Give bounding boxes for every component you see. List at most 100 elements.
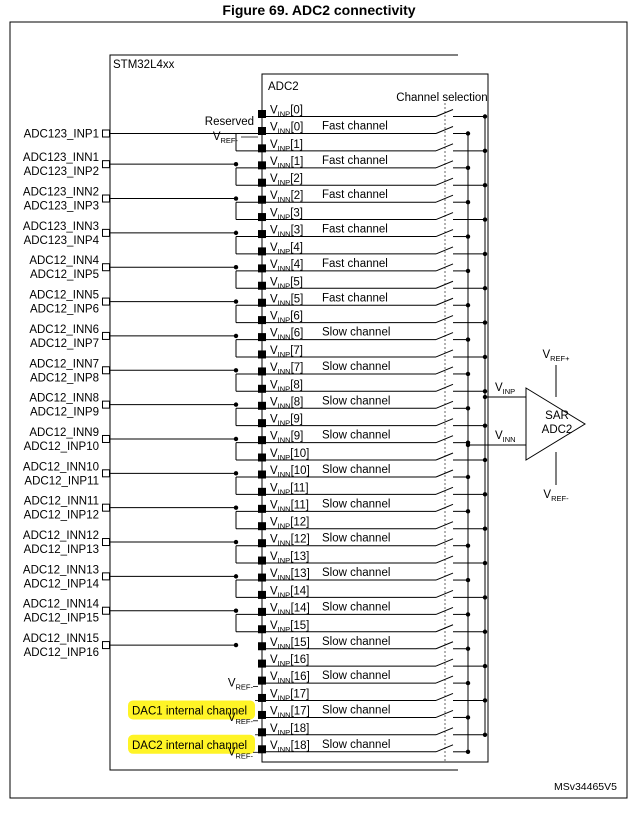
pin-split-junction [233,471,239,476]
vinp-11-label: VINP[11] [270,482,309,496]
pin-label: ADC12_INN10 [23,461,99,473]
pin-label: ADC12_INP5 [30,269,99,281]
pin-label: ADC12_INN11 [24,496,99,508]
pin-label: ADC12_INN12 [23,530,99,542]
vinp-13-pin [258,556,266,565]
vinp-12-pin [258,522,266,531]
internal-channel-label: DAC1 internal channel [132,705,247,717]
vinp-17-label: VINP[17] [270,688,309,702]
pin-label: ADC12_INP11 [24,475,99,487]
vinp-8-pin [258,384,266,393]
channel-2: VINP[2]VINN[2]Fast channel [258,173,488,205]
vref-minus-ch0-label: VREF- [213,131,239,145]
vinp-4-label: VINP[4] [270,242,303,256]
vinn-2-pin [258,195,266,204]
pin-label: ADC12_INN5 [29,290,99,302]
adc2-label: ADC2 [268,81,299,93]
channel-12-type: Slow channel [322,533,390,545]
pin-label: ADC12_INN9 [29,427,99,439]
channel-selection-label: Channel selection [396,92,487,104]
outer-border [9,21,628,799]
pin-split-junction [233,333,239,339]
vinp-18-pin [258,728,266,737]
sar-adc-symbol [525,387,586,461]
vinn-15-label: VINN[15] [270,637,310,651]
vinn-6-label: VINN[6] [270,328,303,342]
adc2-box [261,73,489,763]
pin-label: ADC12_INP6 [30,304,99,316]
vinn-3-label: VINN[3] [270,225,303,239]
channel-18: VINP[18]VINN[18]Slow channel [258,723,488,754]
pin-label: ADC12_INN7 [29,358,99,370]
vinn-9-switch [435,435,454,444]
pin-terminal [102,228,110,237]
pin-terminal [102,160,110,169]
sar-vinp-junction [482,394,488,400]
channel-1-type: Fast channel [322,155,388,167]
pin-terminal [102,297,110,306]
vinn-10-switch [435,469,454,478]
channel-16: VINP[16]VINN[16]Slow channel [258,654,488,686]
channel-7-type: Slow channel [322,361,390,373]
channel-15: VINP[15]VINN[15]Slow channel [258,620,488,651]
vinp-14-label: VINP[14] [270,585,309,599]
vinn-17-pin [258,710,266,719]
channel-1: VINP[1]VINN[1]Fast channel [258,139,488,171]
channel-7: VINP[7]VINN[7]Slow channel [258,345,488,377]
vinp-16-pin [258,659,266,668]
pin-label: ADC12_INP8 [30,372,99,384]
vinp-7-switch [435,349,454,358]
device-frame [109,54,458,771]
pin-label: ADC12_INN8 [29,393,99,405]
pin-label: ADC12_INP13 [24,544,99,556]
pin-label: ADC12_INP12 [24,510,99,522]
vinn-0-switch [435,126,454,134]
vinp-0-switch [435,109,454,117]
pin-terminal [102,434,110,443]
channel-12: VINP[12]VINN[12]Slow channel [258,517,488,548]
vinp-0-pin [258,110,266,118]
vinp-15-switch [435,624,454,633]
channel-list: VINP[0]VINN[0]Fast channelVINP[1]VINN[1]… [205,103,488,762]
vinn-15-pin [258,642,266,651]
channel-13-type: Slow channel [322,567,390,579]
vinn-7-switch [435,366,454,375]
vinn-8-pin [258,401,266,410]
vinn-8-switch [435,400,454,409]
pin-label: ADC123_INN3 [23,221,99,233]
vinp-15-pin [258,625,266,634]
channel-15-type: Slow channel [322,636,390,648]
vinn-4-switch [435,263,454,272]
vinn-12-pin [258,539,266,548]
channel-2-type: Fast channel [322,189,388,201]
vinp-2-switch [435,177,454,186]
pin-label: ADC12_INP7 [30,338,99,350]
vinn-2-label: VINN[2] [270,190,303,204]
vinn-5-label: VINN[5] [270,293,303,307]
vinn-18-label: VINN[18] [270,740,310,754]
vinp-14-pin [258,590,266,599]
vinp-10-label: VINP[10] [270,448,309,462]
vinp-5-pin [258,281,266,290]
pin-split-junction [233,642,239,648]
vinn-4-pin [258,264,266,273]
pin-label: ADC12_INN4 [29,255,99,267]
channel-14: VINP[14]VINN[14]Slow channel [258,585,488,617]
pin-split-junction [233,196,239,201]
vinn-10-label: VINN[10] [270,465,310,479]
vref-plus-label: VREF+ [542,349,570,363]
vinn-3-pin [258,230,266,239]
vinp-7-label: VINP[7] [270,345,303,359]
pin-label: ADC123_INN2 [23,187,99,199]
vinp-6-switch [435,315,454,324]
vinp-11-pin [258,487,266,496]
vinn-13-pin [258,573,266,582]
pin-split-junction [233,368,239,373]
